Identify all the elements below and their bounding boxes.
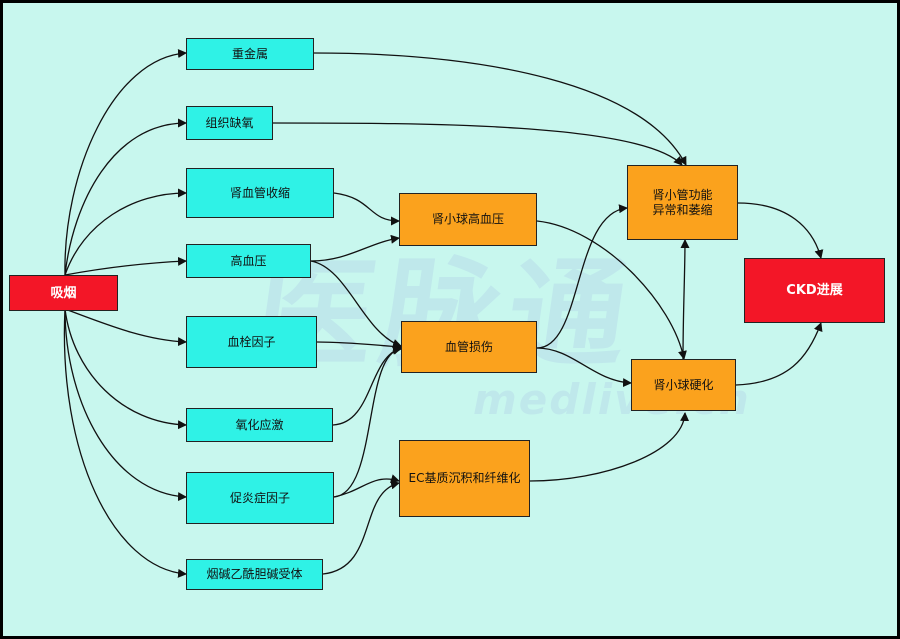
edge-oxidative-injury — [332, 346, 402, 426]
node-nicotinic-receptor: 烟碱乙酰胆碱受体 — [186, 559, 323, 590]
edge-glomsclerosis-ckd — [735, 322, 823, 386]
node-smoking: 吸烟 — [9, 275, 118, 311]
node-vascular-injury: 血管损伤 — [401, 321, 537, 373]
edge-smoking-nicotinic — [63, 308, 187, 578]
edge-hypoxia-tubular — [272, 122, 683, 166]
node-thrombotic-factor: 血栓因子 — [186, 316, 317, 368]
edge-smoking-hypertension — [64, 256, 187, 276]
edge-hypertension-injury — [310, 260, 402, 348]
edge-smoking-hypoxia — [64, 118, 187, 276]
edge-smoking-oxidative — [64, 308, 187, 430]
edge-injury-tubular — [536, 204, 628, 349]
edge-tubular-ckd — [737, 202, 824, 259]
edge-smoking-inflammatory — [64, 308, 187, 502]
node-oxidative-stress: 氧化应激 — [186, 408, 333, 442]
edge-layer — [63, 49, 824, 578]
node-glomerular-hypertension: 肾小球高血压 — [399, 193, 537, 246]
edge-ec-glomsclerosis — [529, 412, 690, 482]
node-heavy-metal: 重金属 — [186, 38, 314, 70]
edge-nicotinic-ec — [322, 480, 400, 575]
node-ec-matrix: EC基质沉积和纤维化 — [399, 440, 530, 517]
edge-inflammatory-ec — [333, 474, 400, 498]
node-ckd-progression: CKD进展 — [744, 258, 885, 323]
edge-hypertension-glomhtn — [310, 234, 400, 262]
edge-smoking-thrombotic — [64, 308, 187, 347]
edge-injury-glomsclerosis — [536, 347, 632, 388]
edge-vasoconstriction-glomhtn — [333, 192, 400, 226]
diagram-canvas: 医脉通 medlive.cn — [3, 3, 897, 636]
edge-thrombotic-injury — [316, 341, 402, 351]
node-hypertension: 高血压 — [186, 244, 311, 278]
edge-smoking-vasoconstriction — [64, 188, 187, 276]
edge-heavymetal-tubular — [313, 52, 687, 166]
node-tubular-dysfunction: 肾小管功能 异常和萎缩 — [627, 165, 738, 240]
node-hypoxia: 组织缺氧 — [186, 106, 273, 140]
edge-glomhtn-glomsclerosis — [536, 220, 687, 360]
node-renal-vasoconstriction: 肾血管收缩 — [186, 168, 334, 218]
edge-inflammatory-injury — [333, 345, 402, 498]
node-glomerulosclerosis: 肾小球硬化 — [631, 359, 736, 411]
node-inflammatory-factor: 促炎症因子 — [186, 472, 334, 524]
edge-glomsclerosis-tubular — [680, 239, 690, 360]
edge-smoking-heavy-metal — [64, 49, 187, 276]
